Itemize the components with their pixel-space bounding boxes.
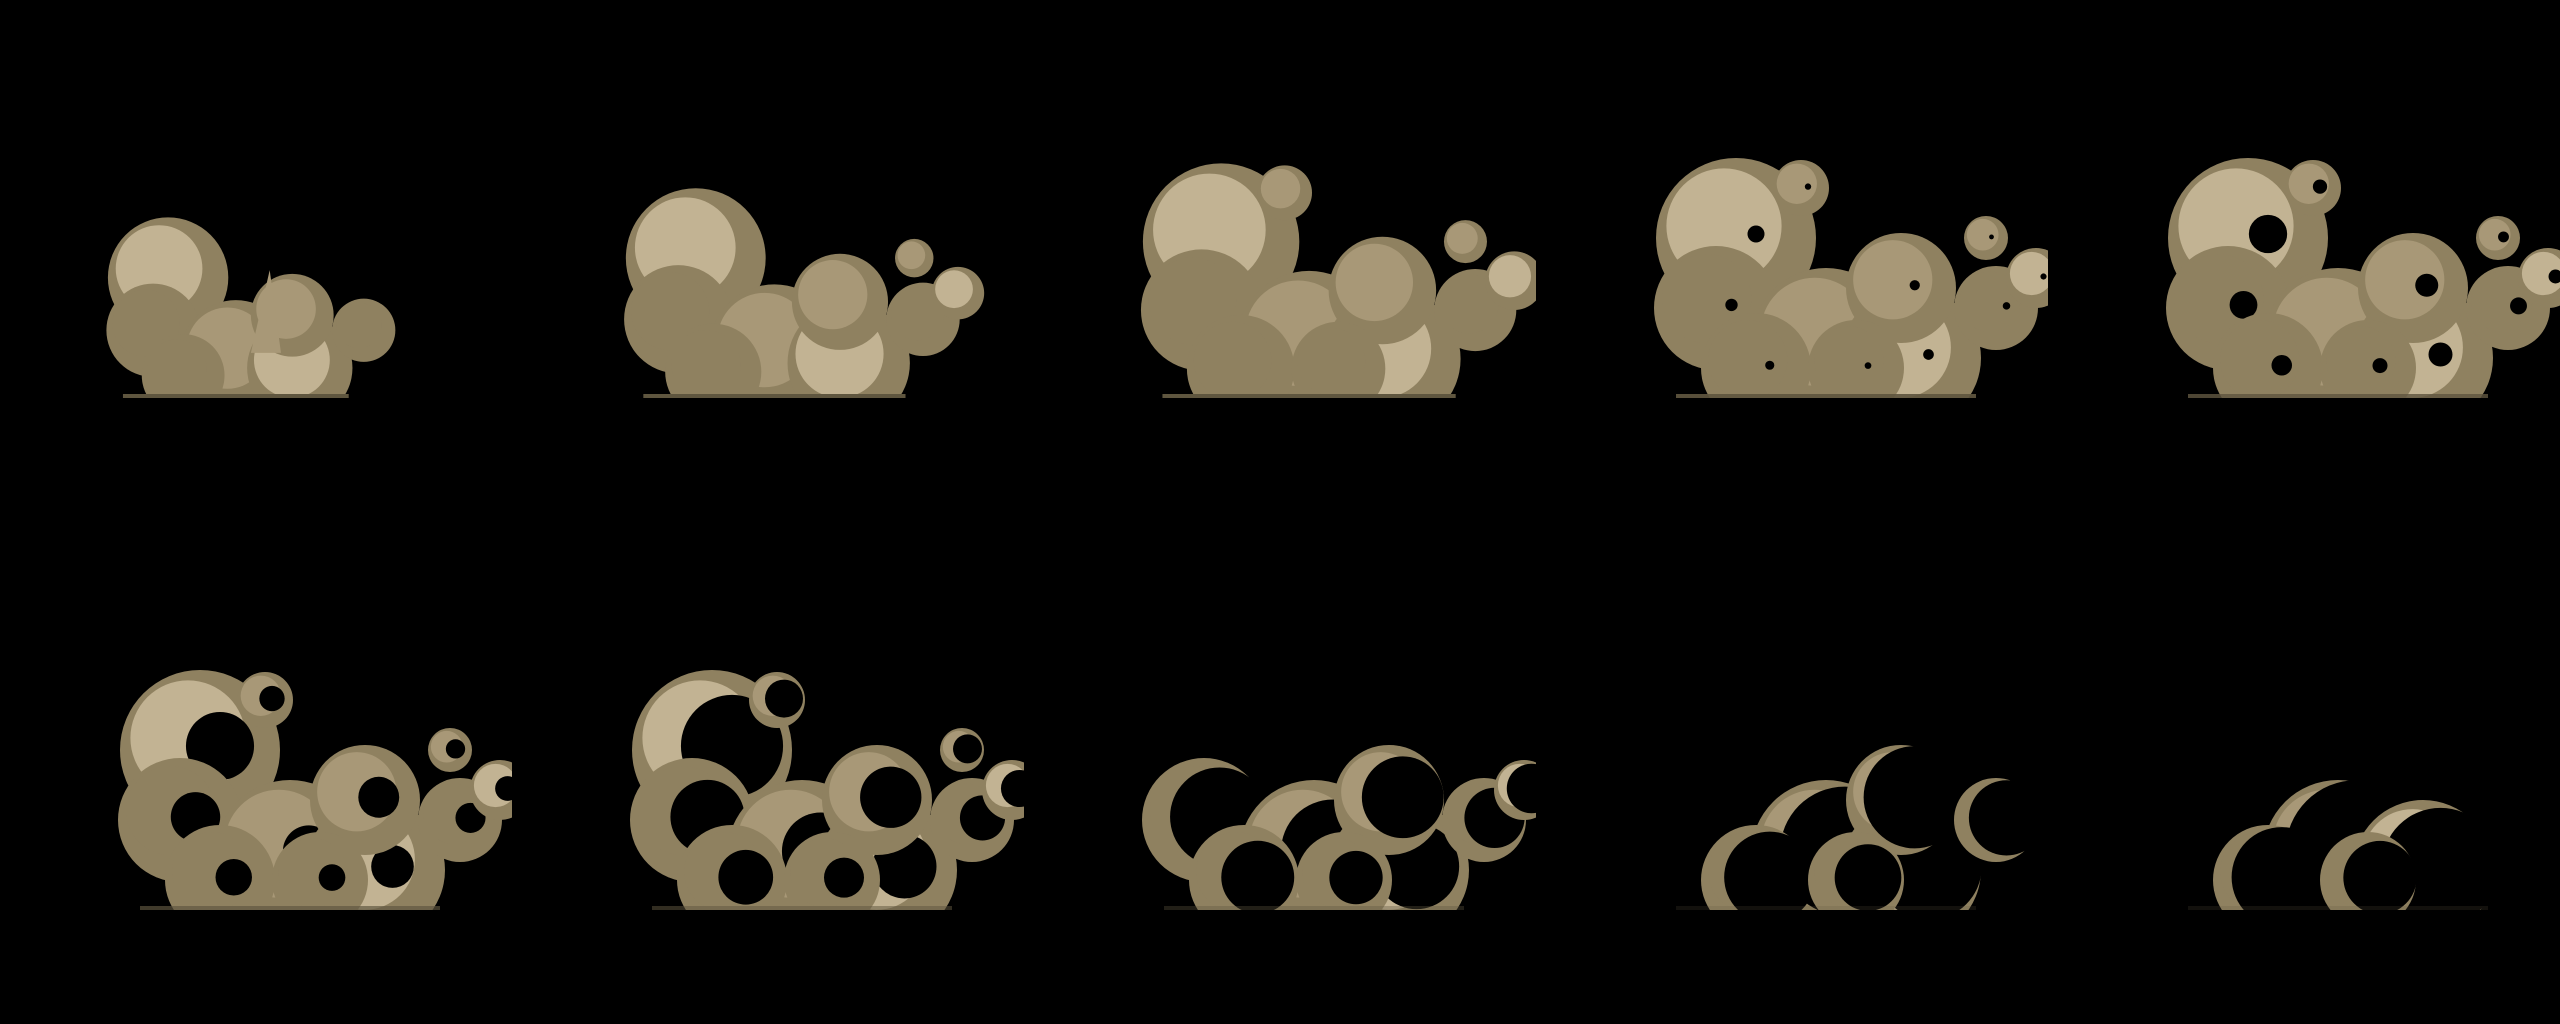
dust-puff-highlight: [147, 339, 207, 398]
dust-puff-highlight: [798, 260, 868, 330]
dissipation-hole: [1329, 850, 1383, 905]
dissipation-hole: [1923, 349, 1934, 360]
sprite-frame-5: [2166, 158, 2560, 398]
dissipation-hole: [445, 739, 466, 759]
dissipation-hole: [259, 685, 285, 712]
dust-puff-highlight: [1488, 255, 1532, 298]
dust-puff-highlight: [2288, 163, 2329, 204]
dissipation-hole: [1221, 840, 1295, 910]
dissipation-hole: [2248, 214, 2288, 254]
dissipation-hole: [2271, 354, 2293, 376]
dissipation-hole: [1804, 183, 1812, 190]
dissipation-hole: [953, 734, 982, 764]
dissipation-hole: [2040, 273, 2047, 280]
dust-puff-highlight: [1193, 321, 1272, 398]
dust-puff-highlight: [1708, 320, 1788, 398]
dust-puff-highlight: [1966, 218, 1999, 251]
dust-puff-highlight: [2521, 251, 2560, 296]
dissipation-hole: [1989, 234, 1994, 240]
dissipation-hole: [2428, 342, 2453, 367]
dust-puff-highlight: [1297, 327, 1366, 396]
dust-puff-highlight: [2220, 320, 2300, 398]
dissipation-hole: [215, 859, 252, 896]
ground-base: [652, 906, 952, 910]
dissipation-hole: [2498, 231, 2509, 243]
dissipation-hole: [2002, 302, 2011, 310]
sprite-frame-7: [630, 670, 1024, 910]
dust-puff-highlight: [2478, 218, 2511, 251]
dissipation-hole: [824, 857, 864, 898]
ground-base: [1164, 906, 1464, 910]
dissipation-hole: [1909, 280, 1920, 291]
sprite-frame-3: [1140, 163, 1536, 398]
dissipation-hole: [1765, 360, 1775, 370]
dust-puff-highlight: [1853, 240, 1933, 320]
ground-base: [2188, 394, 2488, 398]
dissipation-hole: [358, 776, 400, 818]
dissipation-hole: [718, 849, 774, 905]
dust-puff-highlight: [671, 329, 741, 398]
ground-base: [1676, 906, 1976, 910]
dissipation-hole: [1863, 746, 1966, 849]
dissipation-hole: [1747, 225, 1765, 243]
dissipation-hole: [2229, 290, 2258, 319]
sprite-frame-6: [118, 670, 512, 910]
ground-base: [2188, 906, 2488, 910]
sprite-frame-2: [624, 188, 985, 398]
sprite-frame-4: [1654, 158, 2048, 398]
dissipation-hole: [1506, 763, 1536, 814]
sprite-frame-10: [2188, 780, 2500, 910]
dissipation-hole: [2312, 179, 2328, 194]
dissipation-hole: [1725, 298, 1738, 312]
dissipation-hole: [318, 864, 346, 891]
dust-wisp: [250, 270, 281, 353]
ground-base: [1162, 394, 1456, 398]
dust-puff-highlight: [2471, 271, 2532, 332]
dust-puff-highlight: [897, 241, 926, 270]
ground-base: [122, 394, 349, 398]
dust-puff-highlight: [2009, 251, 2048, 296]
dust-puff-highlight: [1446, 222, 1478, 254]
dissipation-hole: [2372, 358, 2388, 374]
dissipation-hole: [1864, 362, 1872, 369]
dissipation-hole: [2548, 269, 2560, 284]
dust-puff-highlight: [1335, 243, 1414, 322]
ground-base: [643, 394, 906, 398]
dust-puff-highlight: [1439, 274, 1499, 334]
dissipation-hole: [1724, 831, 1816, 910]
dissipation-hole: [1968, 780, 2045, 856]
frames-layer: [106, 158, 2560, 910]
sprite-frame-8: [1142, 745, 1536, 910]
sprite-frame-9: [1676, 745, 2045, 910]
dissipation-hole: [2510, 297, 2527, 315]
dissipation-hole: [2343, 840, 2417, 910]
dust-puff-highlight: [1260, 168, 1301, 209]
ground-base: [140, 906, 440, 910]
dust-puff-highlight: [1959, 271, 2020, 332]
dissipation-hole: [2415, 273, 2439, 297]
ground-base: [1676, 394, 1976, 398]
dissipation-hole: [495, 776, 512, 801]
dust-puff-highlight: [336, 302, 382, 349]
dust-puff-highlight: [2365, 240, 2445, 320]
dust-puff-highlight: [935, 270, 973, 309]
dust-puff-highlight: [1776, 163, 1817, 204]
dust-puff-highlight: [1814, 326, 1884, 396]
dust-puff-highlight: [2326, 326, 2396, 396]
dissipation-hole: [1834, 844, 1902, 910]
dissipation-hole: [860, 766, 922, 828]
dissipation-hole: [1361, 756, 1444, 839]
dust-puff-highlight: [891, 287, 944, 341]
dissipation-hole: [1000, 769, 1024, 808]
dissipation-hole: [2231, 827, 2332, 910]
dissipation-hole: [371, 845, 414, 888]
sprite-frame-1: [106, 217, 396, 398]
dissipation-hole: [764, 679, 804, 718]
